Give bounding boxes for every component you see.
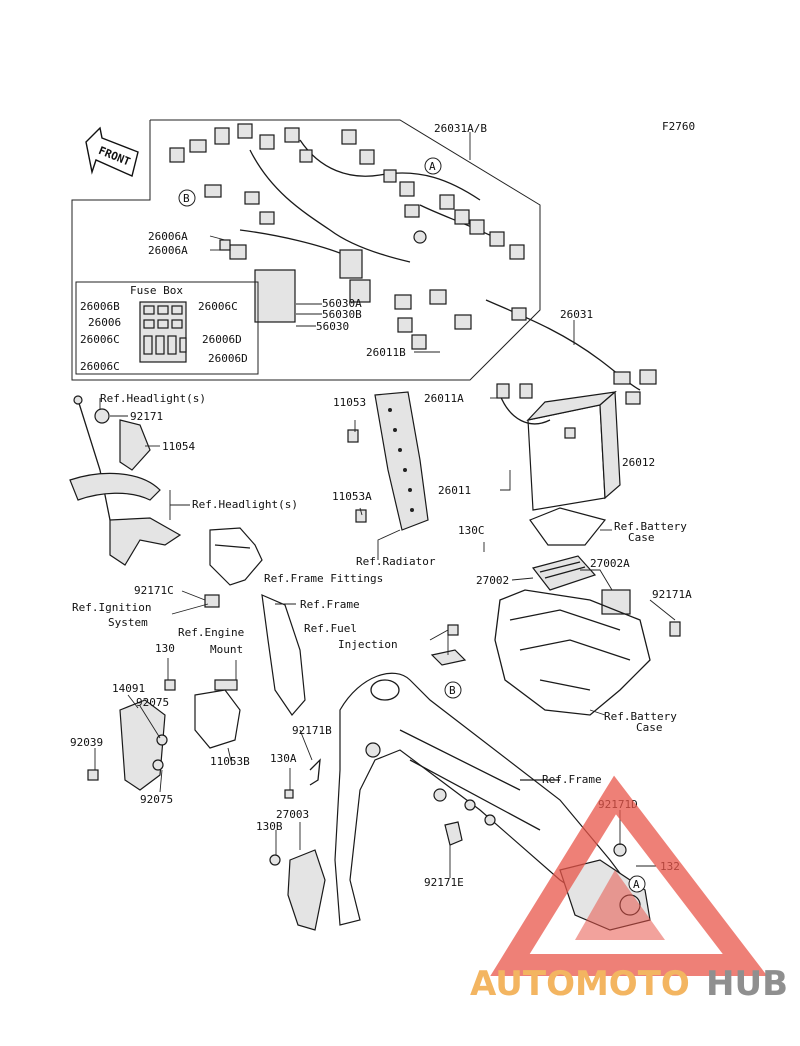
label-11053a: 11053A (332, 490, 372, 503)
label-11053: 11053 (333, 396, 366, 409)
svg-text:B: B (183, 192, 190, 205)
harness-group-outline (71, 119, 541, 381)
part-labels: 26031A/B 26006A 26006A 26006B 26006C 260… (70, 122, 692, 889)
figure-code: F2760 (662, 120, 695, 133)
label-130a: 130A (270, 752, 297, 765)
label-ref-ignition-b: System (108, 616, 148, 629)
ref-circle-b-frame: B (444, 681, 462, 699)
label-26011a: 26011A (424, 392, 464, 405)
watermark-triangle-icon (490, 775, 768, 976)
label-56030: 56030 (316, 320, 349, 333)
label-11053b: 11053B (210, 755, 250, 768)
label-130c: 130C (458, 524, 485, 537)
svg-text:A: A (633, 878, 640, 891)
label-92075-2: 92075 (140, 793, 173, 806)
clamp-92171b (309, 758, 321, 786)
label-ref-headlight-1: Ref.Headlight(s) (100, 392, 206, 405)
headlight-bracket (69, 395, 182, 566)
bolt-130a (284, 789, 294, 799)
label-ref-fuel-a: Ref.Fuel (304, 622, 357, 635)
label-26006a-2: 26006A (148, 244, 188, 257)
label-26006a-1: 26006A (148, 230, 188, 243)
label-ref-battery-case-1a: Ref.Battery (614, 520, 687, 533)
label-26012: 26012 (622, 456, 655, 469)
watermark-text-hub: HUB (706, 964, 788, 1004)
label-ref-battery-case-2a: Ref.Battery (604, 710, 677, 723)
ecu-unit (531, 555, 597, 591)
label-26031ab: 26031A/B (434, 122, 487, 135)
fuel-injection-parts (430, 624, 467, 666)
label-26011: 26011 (438, 484, 471, 497)
svg-text:B: B (449, 684, 456, 697)
main-wire-harness (169, 123, 525, 350)
label-ref-engine-a: Ref.Engine (178, 626, 244, 639)
label-27002: 27002 (476, 574, 509, 587)
label-ref-radiator: Ref.Radiator (356, 555, 436, 568)
label-26006b: 26006B (80, 300, 120, 313)
fuse-box (139, 301, 187, 363)
label-11054: 11054 (162, 440, 195, 453)
label-27002a: 27002A (590, 557, 630, 570)
label-92171b: 92171B (292, 724, 332, 737)
battery-case-frame (494, 589, 681, 716)
label-26006: 26006 (88, 316, 121, 329)
label-92171: 92171 (130, 410, 163, 423)
fuse-box-title: Fuse Box (130, 284, 183, 297)
label-ref-fuel-b: Injection (338, 638, 398, 651)
watermark: AUTOMOTO HUB (470, 775, 788, 1004)
label-130: 130 (155, 642, 175, 655)
label-92075-1: 92075 (136, 696, 169, 709)
label-26006d-2: 26006D (208, 352, 248, 365)
label-92039: 92039 (70, 736, 103, 749)
svg-text:A: A (429, 160, 436, 173)
watermark-text-automoto: AUTOMOTO (470, 964, 690, 1004)
label-26006c-3: 26006C (80, 360, 120, 373)
ref-circle-b-top: B (178, 189, 196, 207)
battery (496, 383, 621, 511)
label-26006d-1: 26006D (202, 333, 242, 346)
leader-lines (94, 132, 676, 878)
ref-circle-a-frame: A (628, 875, 646, 893)
label-ref-frame-fittings: Ref.Frame Fittings (264, 572, 383, 585)
ignition-bracket (204, 527, 263, 608)
engine-mount-parts (87, 679, 241, 791)
label-92171c: 92171C (134, 584, 174, 597)
label-26006c-1: 26006C (198, 300, 238, 313)
label-26011b: 26011B (366, 346, 406, 359)
label-92171e: 92171E (424, 876, 464, 889)
horn-bracket (269, 849, 326, 931)
clamp-92171e (444, 821, 463, 846)
label-ref-frame-2: Ref.Frame (542, 773, 602, 786)
label-ref-battery-case-2b: Case (636, 721, 663, 734)
label-ref-battery-case-1b: Case (628, 531, 655, 544)
battery-case-tray (529, 507, 607, 546)
label-26031: 26031 (560, 308, 593, 321)
label-56030a: 56030A (322, 297, 362, 310)
label-ref-frame-1: Ref.Frame (300, 598, 360, 611)
label-92171a: 92171A (652, 588, 692, 601)
label-ref-engine-b: Mount (210, 643, 243, 656)
label-ref-headlight-2: Ref.Headlight(s) (192, 498, 298, 511)
fuse-box-inset (75, 281, 259, 375)
front-arrow-icon: FRONT (85, 126, 139, 177)
label-ref-ignition-a: Ref.Ignition (72, 601, 151, 614)
sub-harness-26031 (485, 299, 657, 405)
frame-fittings-bracket (261, 594, 306, 716)
label-27003: 27003 (276, 808, 309, 821)
ref-circle-a-top: A (424, 157, 442, 175)
label-56030b: 56030B (322, 308, 362, 321)
label-130b: 130B (256, 820, 283, 833)
label-14091: 14091 (112, 682, 145, 695)
label-26006c-2: 26006C (80, 333, 120, 346)
